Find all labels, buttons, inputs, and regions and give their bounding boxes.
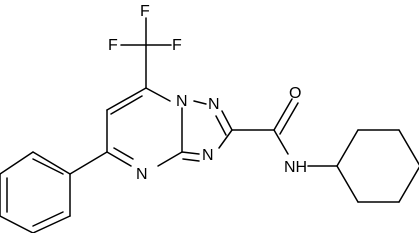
atom-amide-nh: NH <box>284 159 307 176</box>
atom-oxygen: O <box>289 85 301 102</box>
atom-n-triazole: N <box>208 96 220 113</box>
molecule-structure: F F F N N N N O NH <box>0 3 419 233</box>
bond-c7-c6 <box>106 87 147 111</box>
bond-ph-1-double <box>32 158 64 175</box>
bond-cy-3 <box>398 129 419 166</box>
atom-f1: F <box>140 3 150 20</box>
bond-cy-6 <box>336 165 359 203</box>
bond-ph-4 <box>0 215 34 233</box>
atom-n-pyrimidine: N <box>136 166 148 183</box>
atom-n-triazole-lower: N <box>202 147 214 164</box>
bond-n4-c3a <box>157 151 183 167</box>
atom-n-bridge: N <box>176 93 188 110</box>
bond-n2-c2-double <box>215 115 227 136</box>
bond-n3-c3a <box>181 151 200 155</box>
bond-ph-1 <box>32 151 71 175</box>
bond-c7-n1 <box>145 87 171 102</box>
bond-ph-5-double <box>32 211 64 227</box>
atom-f2: F <box>108 37 118 54</box>
bond-c5-n4 <box>106 151 132 167</box>
bond-c5-phenyl <box>69 151 108 175</box>
bond-c7-c6-double <box>110 95 143 115</box>
atom-labels: F F F N N N N O NH <box>108 3 307 183</box>
bond-n1-n2 <box>193 100 207 105</box>
bond-ph-2 <box>0 151 34 175</box>
bonds <box>0 17 419 233</box>
bond-n3-c3a-double <box>182 158 200 162</box>
bond-co <box>273 98 293 131</box>
bond-c2-n3 <box>218 129 233 149</box>
bond-carbonyl-n <box>273 129 289 155</box>
atom-f3: F <box>172 37 182 54</box>
bond-c5-n4-double <box>113 147 134 160</box>
bond-n2-c2 <box>221 110 233 131</box>
bond-cy-1 <box>336 129 359 167</box>
bond-ph-5 <box>32 215 71 233</box>
bond-co-double <box>279 102 299 135</box>
bond-cy-4 <box>398 166 419 203</box>
